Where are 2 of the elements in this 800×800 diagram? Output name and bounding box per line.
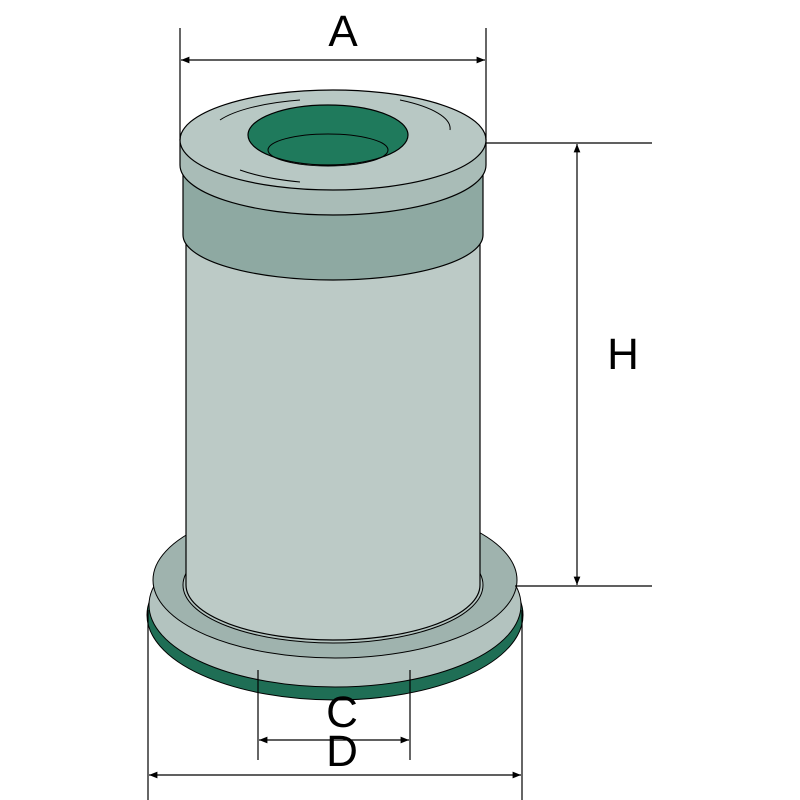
- dimension-label: A: [328, 10, 358, 54]
- dimension-label: H: [607, 333, 639, 377]
